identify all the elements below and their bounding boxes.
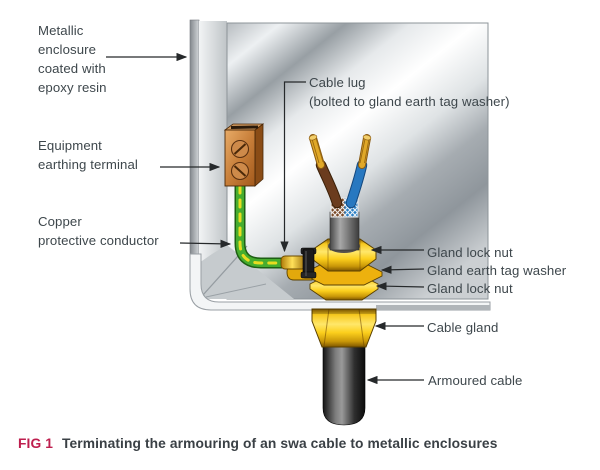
leader-lines — [106, 52, 425, 385]
cable-gland — [311, 308, 377, 348]
copper-strands-blue — [359, 135, 370, 168]
label-armoured-cable: Armoured cable — [428, 373, 523, 388]
leader-gland-earth-tag-washer — [380, 265, 425, 274]
label-gland-earth-tag-washer: Gland earth tag washer — [427, 263, 567, 278]
cable-lug-assembly — [280, 247, 317, 281]
copper-strands-brown — [310, 135, 324, 168]
cable-lug-ferrule — [280, 255, 307, 270]
enclosure-bottom-rim — [189, 253, 491, 311]
label-cable-gland: Cable gland — [427, 320, 499, 335]
armoured-cable — [322, 339, 366, 426]
label-copper-protective-conductor: Copper protective conductor — [38, 214, 159, 248]
equipment-earthing-terminal — [223, 123, 265, 187]
figure-caption: FIG 1 Terminating the armouring of an swa… — [18, 436, 497, 451]
leader-gland-lock-nut-bottom — [375, 282, 425, 291]
copper-protective-conductor — [234, 180, 291, 269]
swa-cable-wires — [308, 134, 372, 251]
label-gland-lock-nut-top: Gland lock nut — [427, 245, 513, 260]
enclosure-floor — [199, 245, 294, 299]
label-gland-lock-nut-bottom: Gland lock nut — [427, 281, 513, 296]
leader-copper-conductor — [179, 239, 232, 249]
label-metallic-enclosure: Metallic enclosure coated with epoxy res… — [38, 23, 107, 95]
label-equipment-earthing-terminal: Equipment earthing terminal — [38, 138, 138, 172]
label-cable-lug: Cable lug (bolted to gland earth tag was… — [309, 75, 510, 109]
gland-stack — [305, 238, 383, 301]
figure-caption-text: Terminating the armouring of an swa cabl… — [62, 436, 498, 451]
cable-sheath — [329, 211, 360, 251]
figure-tag: FIG 1 — [18, 436, 53, 451]
leader-cable-lug — [280, 81, 306, 253]
